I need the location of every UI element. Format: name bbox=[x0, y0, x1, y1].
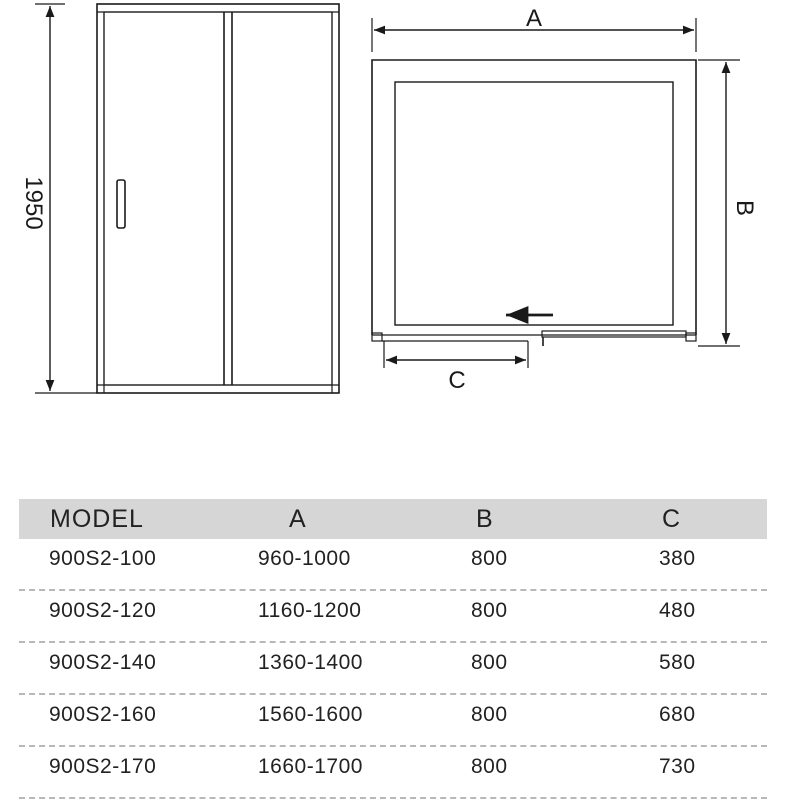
cell-a: 1660-1700 bbox=[258, 755, 363, 778]
cell-a: 1560-1600 bbox=[258, 703, 363, 726]
dimension-c-label: C bbox=[448, 367, 465, 394]
shower-enclosure-drawing: 1950 A B C bbox=[20, 3, 758, 394]
front-elevation bbox=[35, 3, 340, 394]
plan-outline bbox=[371, 59, 697, 335]
height-dimension-label: 1950 bbox=[20, 176, 47, 229]
plan-view bbox=[371, 18, 740, 368]
table-row: 900S2-140 1360-1400 800 580 bbox=[19, 643, 767, 695]
cell-a: 1360-1400 bbox=[258, 651, 363, 674]
cell-model: 900S2-170 bbox=[49, 755, 157, 778]
table-row: 900S2-120 1160-1200 800 480 bbox=[19, 591, 767, 643]
table-body: 900S2-100 960-1000 800 380 900S2-120 1160-120… bbox=[19, 539, 767, 799]
cell-b: 800 bbox=[471, 755, 508, 778]
cell-c: 580 bbox=[659, 651, 696, 674]
dimension-b-label: B bbox=[731, 200, 758, 216]
header-c: C bbox=[662, 505, 682, 533]
header-model: MODEL bbox=[50, 505, 144, 533]
cell-a: 960-1000 bbox=[258, 547, 351, 570]
table-row: 900S2-100 960-1000 800 380 bbox=[19, 539, 767, 591]
table-header: MODEL A B C bbox=[19, 499, 767, 539]
cell-c: 380 bbox=[659, 547, 696, 570]
cell-model: 900S2-160 bbox=[49, 703, 157, 726]
dimension-a-label: A bbox=[526, 5, 542, 32]
cell-model: 900S2-120 bbox=[49, 599, 157, 622]
row-separator bbox=[19, 797, 767, 799]
table-row: 900S2-170 1660-1700 800 730 bbox=[19, 747, 767, 799]
sliding-door-panel bbox=[541, 330, 687, 338]
row-separator bbox=[19, 693, 767, 695]
cell-a: 1160-1200 bbox=[258, 599, 362, 622]
cell-b: 800 bbox=[471, 599, 508, 622]
cell-b: 800 bbox=[471, 547, 508, 570]
row-separator bbox=[19, 641, 767, 643]
cell-model: 900S2-140 bbox=[49, 651, 157, 674]
cell-b: 800 bbox=[471, 703, 508, 726]
door-handle bbox=[116, 179, 126, 229]
front-frame bbox=[96, 3, 340, 394]
cell-c: 680 bbox=[659, 703, 696, 726]
cell-b: 800 bbox=[471, 651, 508, 674]
header-b: B bbox=[476, 505, 494, 533]
table-row: 900S2-160 1560-1600 800 680 bbox=[19, 695, 767, 747]
row-separator bbox=[19, 745, 767, 747]
row-separator bbox=[19, 589, 767, 591]
cell-c: 730 bbox=[659, 755, 696, 778]
header-a: A bbox=[289, 505, 307, 533]
cell-c: 480 bbox=[659, 599, 696, 622]
cell-model: 900S2-100 bbox=[49, 547, 157, 570]
